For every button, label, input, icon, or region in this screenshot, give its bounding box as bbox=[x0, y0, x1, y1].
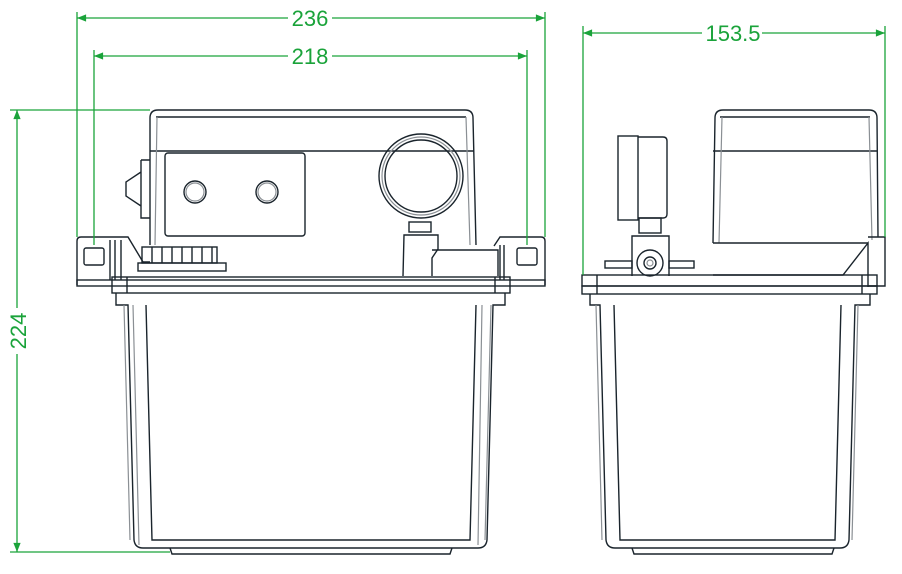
mounting-flange-left bbox=[76, 236, 150, 285]
motor-housing bbox=[149, 109, 477, 246]
control-panel bbox=[164, 152, 306, 237]
oil-tank bbox=[115, 293, 506, 555]
side-view bbox=[581, 109, 886, 555]
base-plate bbox=[76, 276, 546, 294]
dimension-label: 153.5 bbox=[705, 21, 760, 46]
front-view bbox=[76, 109, 546, 555]
dimension-224: 224 bbox=[5, 109, 170, 553]
dimension-236: 236 bbox=[76, 5, 546, 237]
button-icon bbox=[183, 180, 207, 204]
mounting-flange-right bbox=[493, 236, 546, 285]
oil-tank-side bbox=[589, 294, 871, 555]
motor-housing-side bbox=[712, 109, 879, 244]
filler-cap bbox=[137, 246, 227, 272]
dimension-153-5: 153.5 bbox=[582, 20, 886, 275]
dimension-label: 224 bbox=[6, 313, 31, 350]
tank-foot bbox=[169, 547, 453, 555]
dimension-label: 236 bbox=[292, 6, 329, 31]
dimension-label: 218 bbox=[292, 44, 329, 69]
side-bracket bbox=[713, 236, 886, 287]
base-plate-side bbox=[581, 274, 878, 295]
pressure-gauge-side bbox=[604, 135, 695, 277]
dimension-218: 218 bbox=[93, 43, 528, 245]
pressure-gauge bbox=[378, 133, 499, 277]
side-connector bbox=[125, 159, 150, 219]
button-icon bbox=[255, 180, 279, 204]
